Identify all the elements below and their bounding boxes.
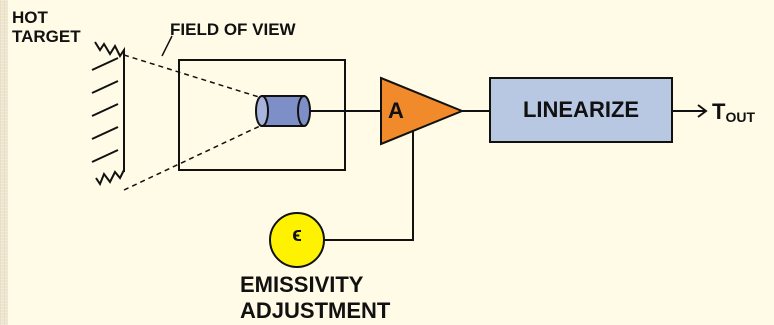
hot-target-label-line1: HOT: [12, 8, 48, 27]
emissivity-symbol: ϵ: [292, 224, 302, 246]
hot-target-label: HOT TARGET: [12, 8, 81, 46]
output-label: TOUT: [712, 99, 755, 125]
output-label-main: T: [712, 99, 726, 124]
linearize-block: [489, 77, 673, 143]
hot-target-label-line2: TARGET: [12, 27, 81, 46]
emissivity-label-line1: EMISSIVITY: [240, 272, 364, 297]
amplifier-label: A: [388, 98, 404, 123]
field-of-view-lines: [123, 54, 263, 191]
hot-target-surface: [91, 41, 125, 187]
field-of-view-pointer: [161, 35, 173, 57]
emissivity-label-line2: ADJUSTMENT: [240, 298, 391, 323]
diagram-background: [8, 0, 774, 325]
field-of-view-label: FIELD OF VIEW: [170, 20, 296, 39]
emissivity-label: EMISSIVITY ADJUSTMENT: [240, 272, 390, 324]
amplifier-symbol: [380, 76, 465, 146]
sensor-cylinder: [255, 95, 311, 127]
wire-emissivity-amplifier: [322, 130, 414, 241]
emissivity-knob: [269, 212, 325, 268]
sensor-housing: [178, 59, 346, 171]
output-arrow: [672, 104, 708, 118]
linearize-label: LINEARIZE: [522, 97, 640, 122]
output-label-subscript: OUT: [725, 109, 756, 125]
